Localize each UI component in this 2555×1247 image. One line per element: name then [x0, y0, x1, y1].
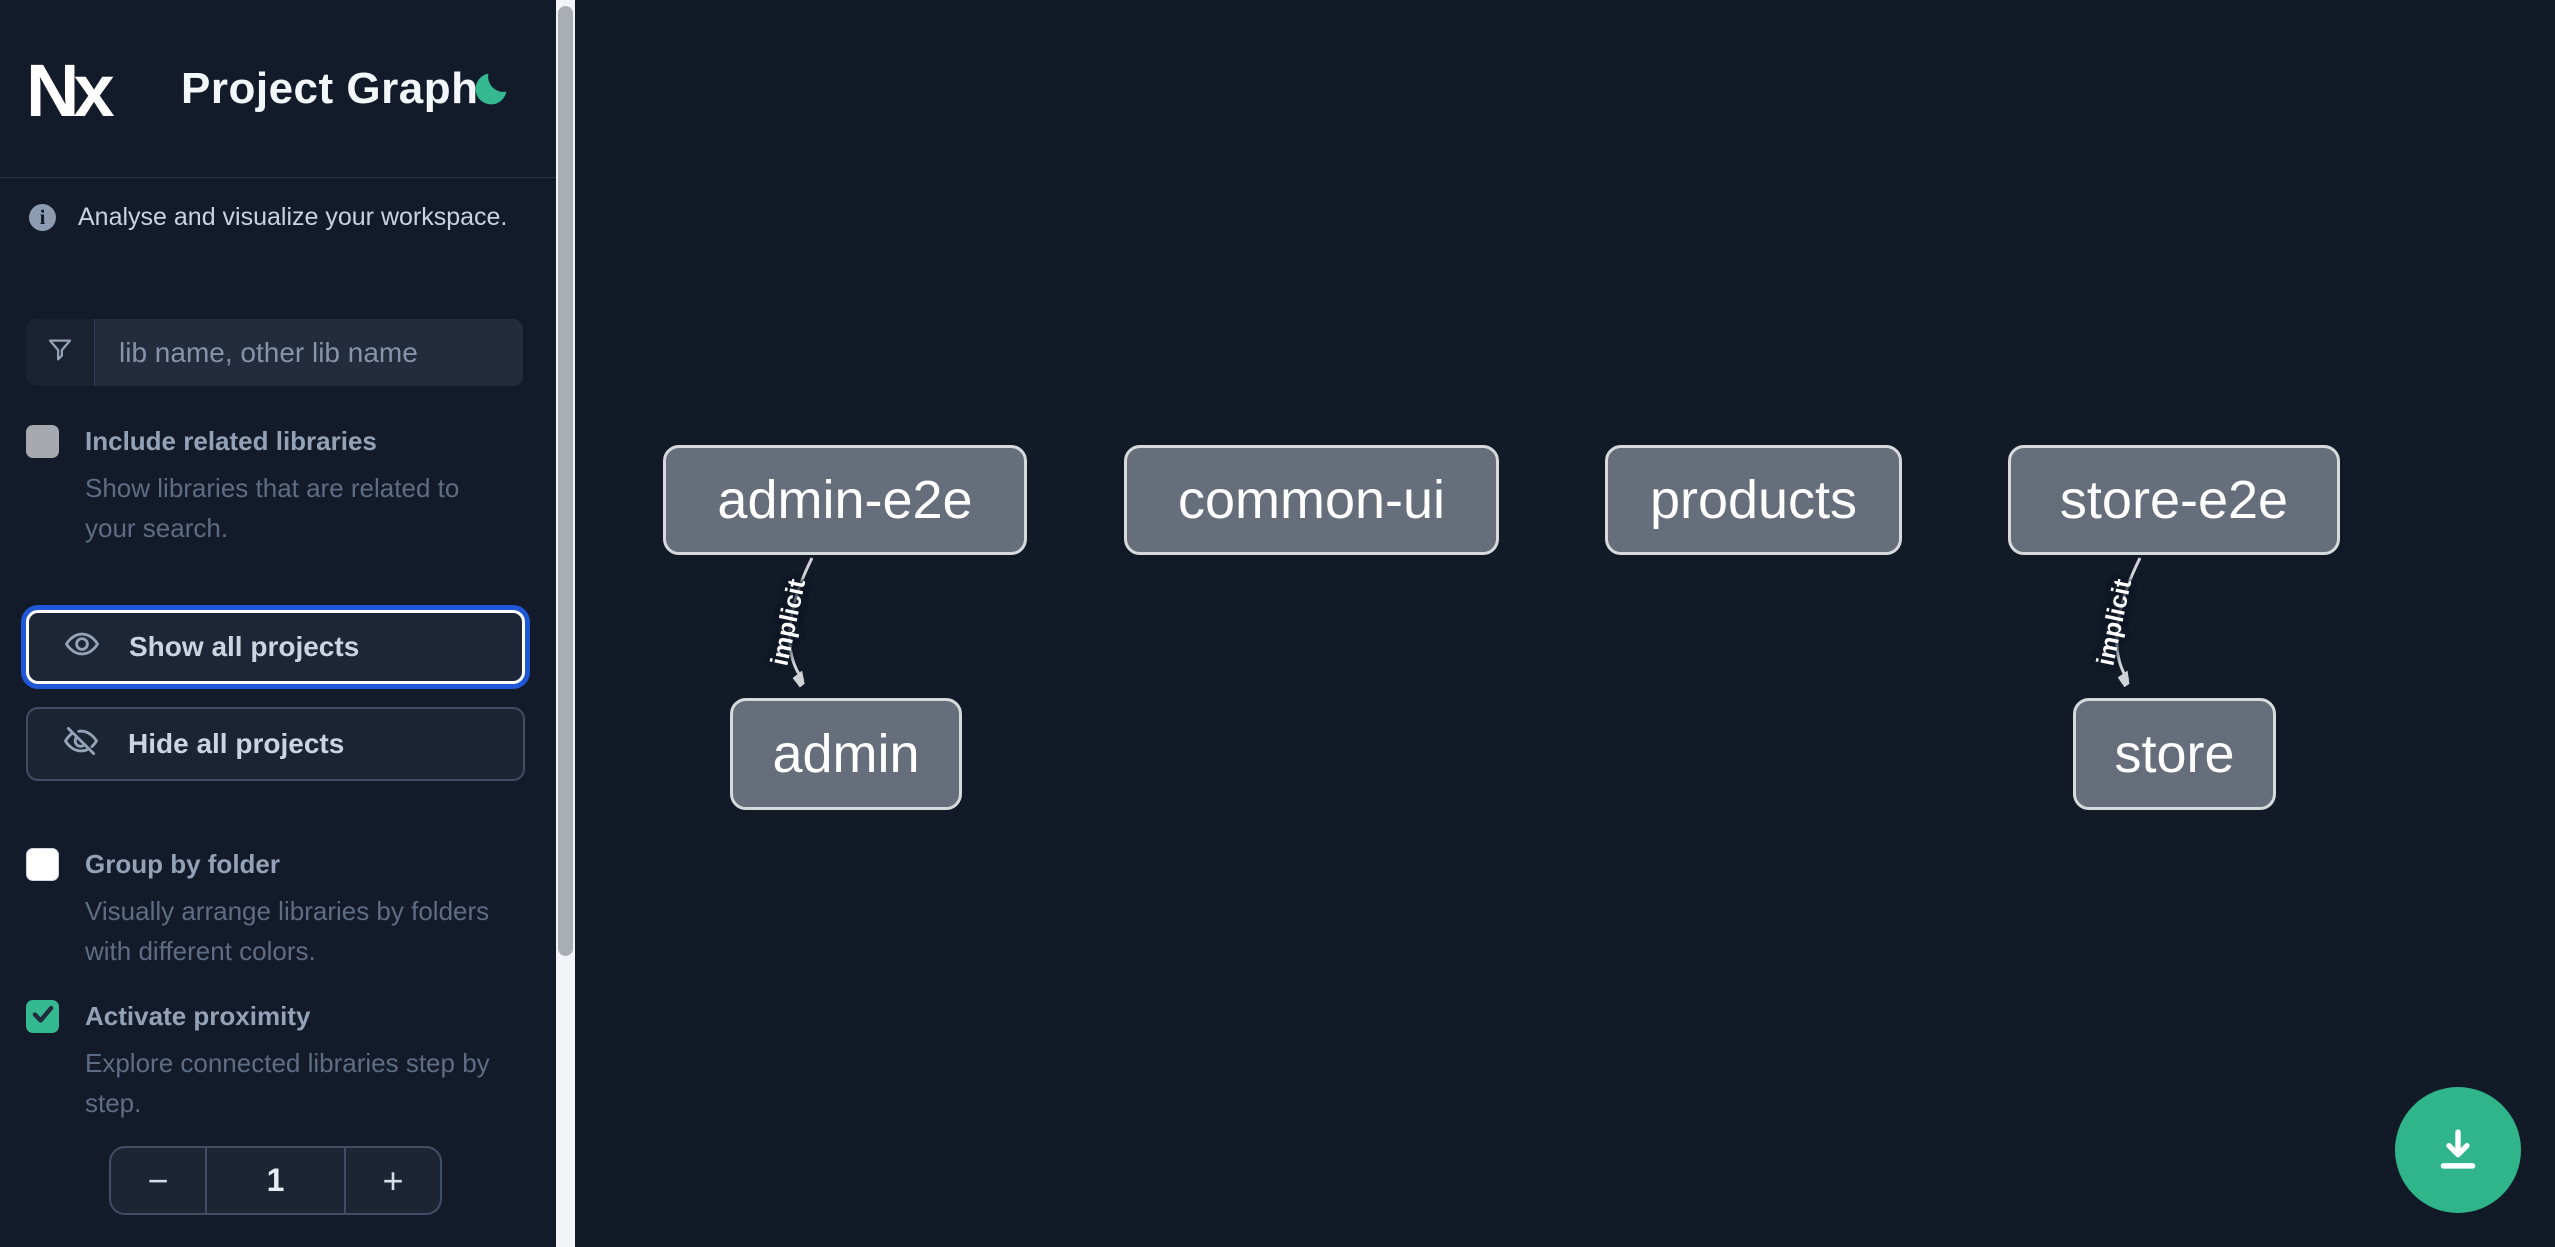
increment-button[interactable]: +	[344, 1148, 440, 1213]
library-filter	[26, 319, 523, 386]
scrollbar-thumb[interactable]	[558, 6, 573, 956]
show-all-projects-label: Show all projects	[129, 631, 360, 662]
download-icon	[2431, 1122, 2485, 1179]
nx-logo: Nx	[26, 49, 115, 132]
hide-all-projects-button[interactable]: Hide all projects	[26, 707, 525, 781]
option-activate-proximity: Activate proximity Explore connected lib…	[26, 1000, 526, 1123]
project-node-admin[interactable]: admin	[730, 698, 962, 810]
show-all-projects-button[interactable]: Show all projects	[26, 610, 525, 684]
hide-all-projects-label: Hide all projects	[128, 728, 345, 759]
include-related-checkbox[interactable]	[26, 425, 59, 458]
project-graph-canvas[interactable]: implicit implicit admin-e2e common-ui pr…	[575, 0, 2555, 1247]
option-group-by-folder: Group by folder Visually arrange librari…	[26, 848, 526, 971]
sidebar-header: Nx Project Graph	[0, 0, 556, 178]
activate-proximity-checkbox[interactable]	[26, 1000, 59, 1033]
eye-icon	[63, 625, 101, 670]
edge-admin-e2e-admin	[788, 557, 814, 680]
group-by-folder-checkbox[interactable]	[26, 848, 59, 881]
project-node-common-ui[interactable]: common-ui	[1124, 445, 1499, 555]
header-divider	[0, 177, 556, 178]
group-by-folder-description: Visually arrange libraries by folders wi…	[85, 896, 490, 966]
moon-icon	[472, 73, 512, 111]
activate-proximity-label[interactable]: Activate proximity	[85, 1001, 311, 1031]
sidebar-scrollbar[interactable]	[556, 0, 575, 1247]
filter-icon-cell	[26, 319, 95, 386]
project-node-store-e2e[interactable]: store-e2e	[2008, 445, 2340, 555]
include-related-label[interactable]: Include related libraries	[85, 426, 377, 456]
info-icon: i	[29, 204, 56, 231]
project-node-store[interactable]: store	[2073, 698, 2276, 810]
proximity-depth-value: 1	[266, 1162, 285, 1198]
project-node-products[interactable]: products	[1605, 445, 1902, 555]
sidebar: Nx Project Graph i Analyse and visualize…	[0, 0, 575, 1247]
theme-toggle-button[interactable]	[472, 68, 512, 108]
download-graph-button[interactable]	[2395, 1087, 2521, 1213]
workspace-info: i Analyse and visualize your workspace.	[29, 203, 507, 232]
edge-store-e2e-store	[2115, 557, 2142, 680]
dependency-edges	[788, 557, 2142, 1247]
funnel-icon	[45, 335, 75, 370]
search-input[interactable]	[95, 319, 523, 386]
decrement-button[interactable]: −	[111, 1148, 207, 1213]
group-by-folder-label[interactable]: Group by folder	[85, 849, 280, 879]
option-include-related: Include related libraries Show libraries…	[26, 425, 526, 548]
activate-proximity-description: Explore connected libraries step by step…	[85, 1048, 490, 1118]
workspace-tagline: Analyse and visualize your workspace.	[78, 203, 508, 231]
project-node-admin-e2e[interactable]: admin-e2e	[663, 445, 1027, 555]
eye-slash-icon	[62, 722, 100, 767]
include-related-description: Show libraries that are related to your …	[85, 473, 460, 543]
page-title: Project Graph	[181, 64, 479, 113]
checkmark-icon	[30, 1001, 56, 1032]
proximity-depth-stepper: − 1 +	[109, 1146, 442, 1215]
